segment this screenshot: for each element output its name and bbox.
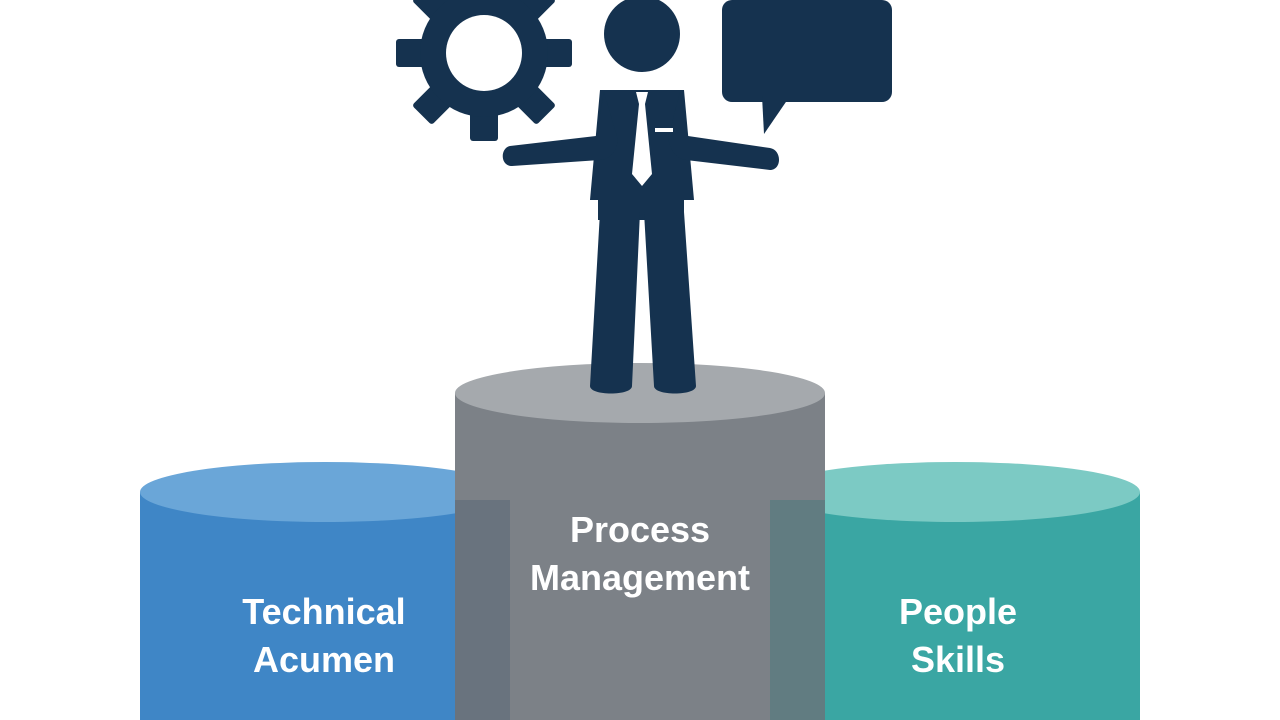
label-people-skills-line2: Skills: [910, 639, 1006, 680]
pillar-technical-acumen: [140, 462, 510, 720]
label-technical-acumen: Technical Acumen: [174, 588, 474, 684]
pillar-left-body: [140, 492, 510, 720]
pillar-people-skills: [770, 462, 1140, 720]
label-process-management-line1: Process: [569, 509, 711, 550]
speech-bubble-icon: [722, 0, 892, 134]
label-technical-acumen-line1: Technical: [242, 591, 406, 632]
pillar-right-body: [770, 492, 1140, 720]
person-icon: [502, 0, 779, 394]
label-people-skills: People Skills: [808, 588, 1108, 684]
label-technical-acumen-line2: Acumen: [252, 639, 396, 680]
pillar-center-body: [455, 393, 825, 720]
pocket-square: [655, 128, 673, 132]
label-process-management-line2: Management: [529, 557, 751, 598]
pillar-center-overlap-right: [770, 500, 825, 720]
tie-icon: [632, 92, 673, 186]
label-people-skills-line1: People: [898, 591, 1018, 632]
pillar-process-management: [455, 363, 825, 720]
pillar-right-top: [770, 462, 1140, 522]
pillar-center-top: [455, 363, 825, 423]
pillar-left-top: [140, 462, 510, 522]
pillar-center-overlap-left: [455, 500, 510, 720]
gear-icon: [396, 0, 572, 141]
label-process-management: Process Management: [490, 506, 790, 602]
